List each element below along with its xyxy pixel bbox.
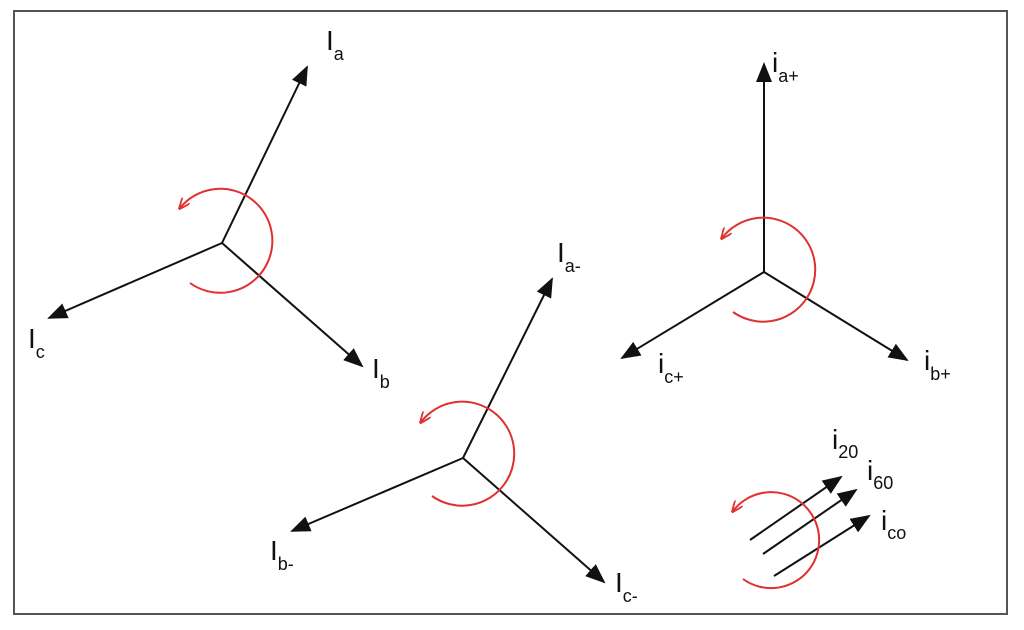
label-Ia-minus: Ia- xyxy=(557,237,581,276)
rotation-arrow-I-minus xyxy=(421,400,516,507)
rotation-arrow-I xyxy=(180,187,274,294)
positive-sequence-i-group: ia+ ib+ ic+ xyxy=(620,47,951,387)
label-ib-plus: ib+ xyxy=(924,345,951,384)
phasor-arrow-Ia xyxy=(221,65,308,244)
label-Ia: Ia xyxy=(326,25,345,64)
phasor-arrow-Ic-minus xyxy=(462,457,606,584)
label-i60: i60 xyxy=(867,455,893,493)
phasor-arrow-ic-plus xyxy=(620,271,765,360)
frame-border xyxy=(13,10,1008,615)
label-ico: ico xyxy=(881,505,906,543)
phasor-arrow-ico xyxy=(773,514,871,577)
label-Ic: Ic xyxy=(28,323,45,362)
phasor-arrow-Ib-minus xyxy=(290,457,464,532)
rotation-arrow-i-plus xyxy=(722,216,817,323)
label-ic-plus: ic+ xyxy=(658,348,684,387)
label-Ib-minus: Ib- xyxy=(270,535,294,574)
label-Ic-minus: Ic- xyxy=(615,567,638,606)
label-i20: i20 xyxy=(832,424,858,462)
phasor-arrow-Ia-minus xyxy=(462,277,553,459)
phasor-arrow-ib-plus xyxy=(763,271,909,362)
label-Ib: Ib xyxy=(372,353,390,392)
zero-sequence-i-group: i20 i60 ico xyxy=(733,424,906,590)
rotation-arrow-zero xyxy=(733,491,821,590)
phasor-arrow-i20 xyxy=(749,475,843,541)
negative-sequence-I-group: Ia- Ib- Ic- xyxy=(270,237,638,606)
phasor-arrow-i60 xyxy=(762,488,858,555)
label-ia-plus: ia+ xyxy=(772,47,799,86)
phasor-arrow-Ic xyxy=(47,242,223,319)
phasor-arrow-Ib xyxy=(221,242,364,368)
positive-sequence-I-group: Ia Ib Ic xyxy=(28,25,390,392)
